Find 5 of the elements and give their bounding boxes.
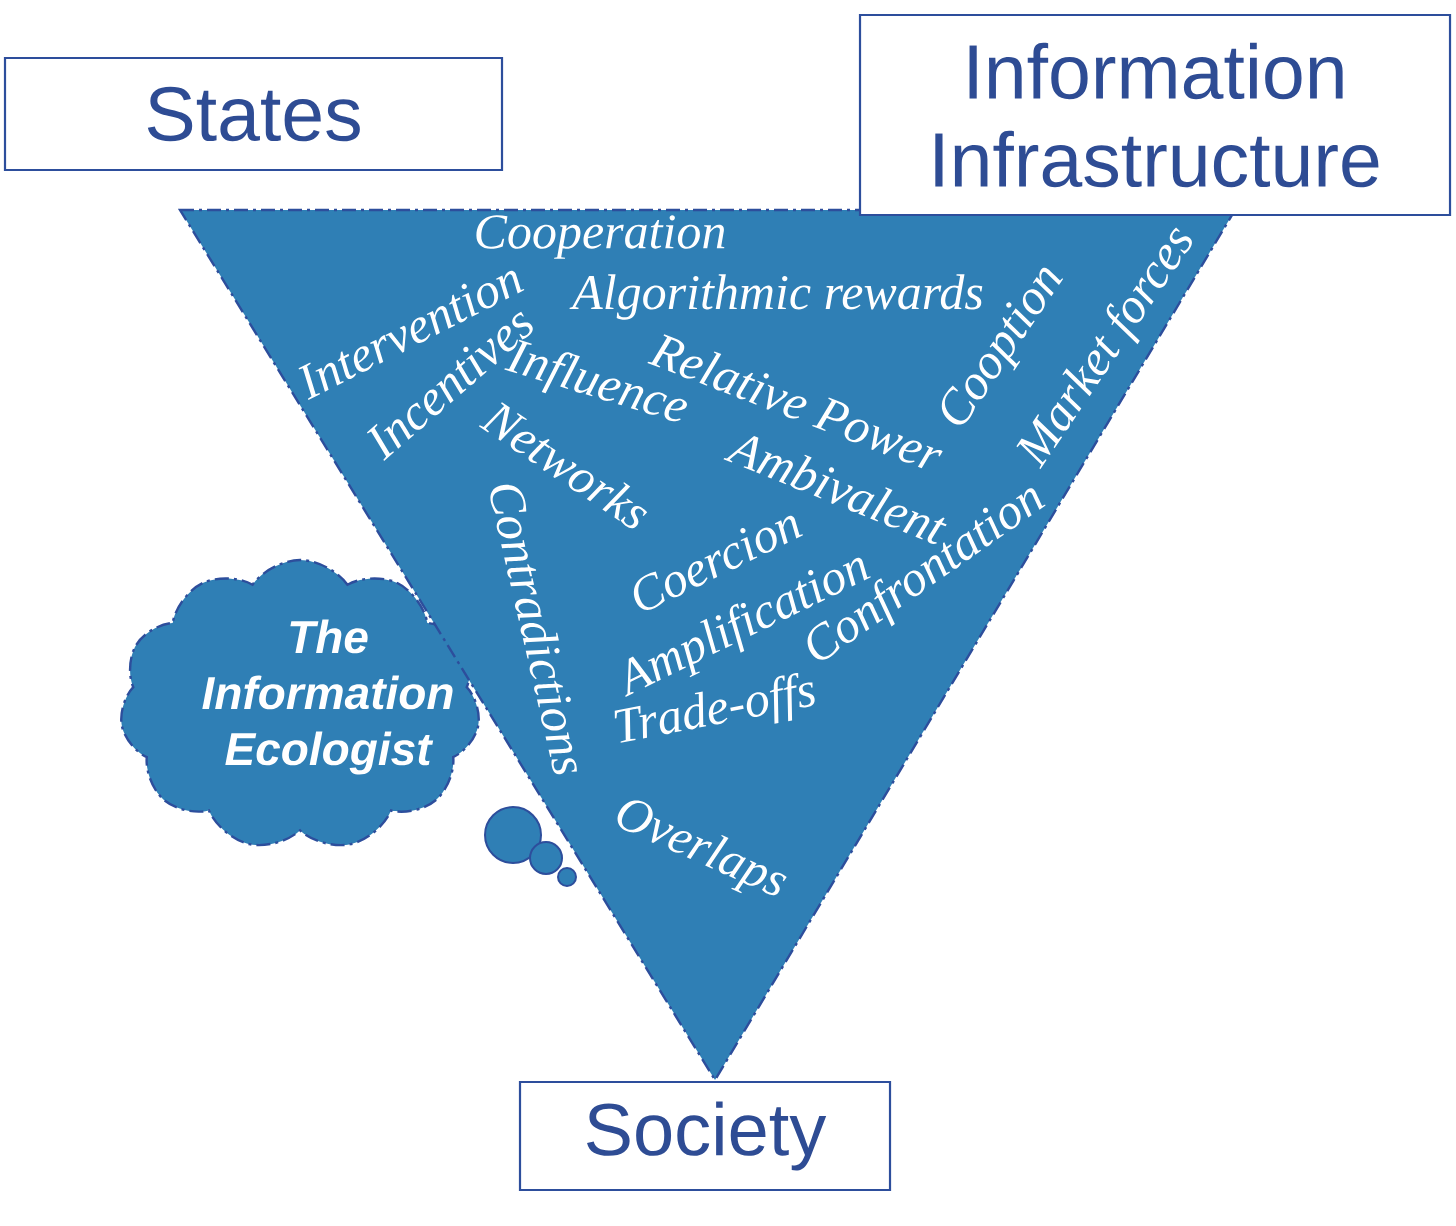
thought-cloud: The Information Ecologist — [120, 558, 480, 847]
label-box: Information Infrastructure — [858, 13, 1452, 217]
label-box: Society — [518, 1080, 892, 1192]
keyword: Cooperation — [476, 215, 725, 259]
label-box: States — [3, 56, 504, 172]
